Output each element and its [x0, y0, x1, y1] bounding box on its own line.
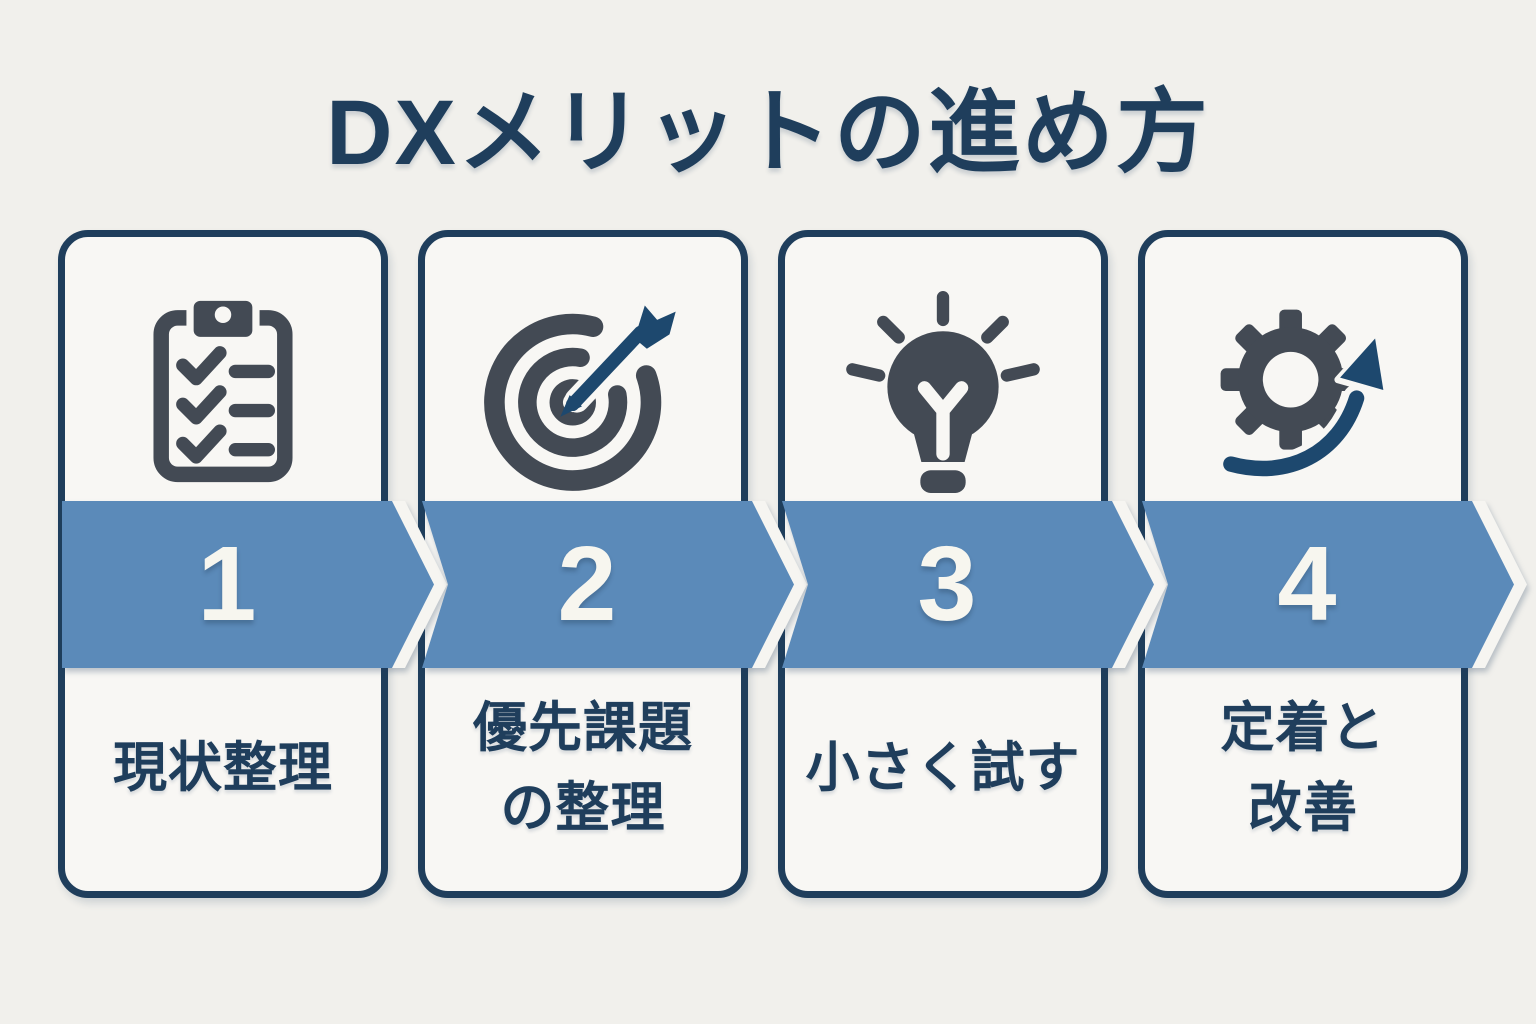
- step-arrow-banner-3: 3: [782, 501, 1167, 668]
- lightbulb-icon: [785, 269, 1101, 515]
- gear-arrow-icon: [1145, 269, 1461, 515]
- arrow-body: [422, 501, 794, 668]
- step-label-line2: 改善: [1248, 778, 1358, 838]
- target-arrow-icon: [425, 269, 741, 515]
- step-label-line1: 定着と: [1220, 698, 1386, 758]
- step-label: 優先課題 の整理: [425, 665, 741, 885]
- arrow-body: [1142, 501, 1514, 668]
- step-number: 2: [557, 525, 617, 643]
- arrow-body: [62, 501, 434, 668]
- step-label-line2: の整理: [500, 778, 666, 838]
- step-label: 小さく試す: [785, 665, 1101, 885]
- step-label-line1: 小さく試す: [805, 738, 1081, 798]
- step-number: 4: [1277, 525, 1337, 643]
- step-number: 1: [197, 525, 257, 643]
- step-number: 3: [917, 525, 977, 643]
- step-arrow-banner-1: 1: [62, 501, 447, 668]
- step-label: 現状整理: [65, 665, 381, 885]
- step-label-line1: 現状整理: [113, 738, 333, 798]
- step-arrow-banner-4: 4: [1142, 501, 1527, 668]
- page-title: DXメリットの進め方: [326, 82, 1210, 184]
- step-label-line1: 優先課題: [473, 698, 693, 758]
- clipboard-checklist-icon: [65, 269, 381, 515]
- step-arrow-banner-2: 2: [422, 501, 807, 668]
- arrow-body: [782, 501, 1154, 668]
- step-label: 定着と 改善: [1145, 665, 1461, 885]
